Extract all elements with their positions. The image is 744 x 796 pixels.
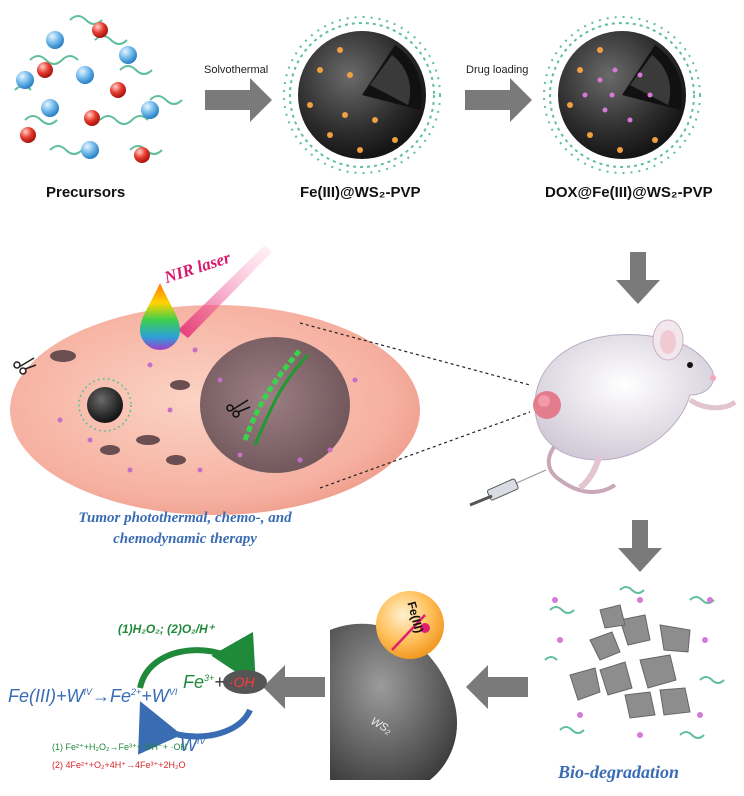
fe3-sup: 3+ [204,673,215,683]
main-reaction: Fe(III)+WIV→Fe2++WVI [8,686,177,707]
label-precursors: Precursors [46,184,126,201]
dox-fe-ws2-sphere [543,16,701,174]
nir-laser-beam [178,245,272,338]
red-precursor-balls [20,22,150,163]
label-dox-fe-ws2-pvp: DOX@Fe(III)@WS₂-PVP [545,184,713,201]
fe3-text: Fe [183,672,205,692]
label-solvothermal: Solvothermal [204,64,269,76]
arrow-down-to-degradation [618,520,662,572]
tumor-cell [10,305,420,515]
cycle-arrow-green [137,631,256,689]
scissors-icon-nucleus [226,399,251,418]
mouse-illustration [533,319,737,494]
fe2-text: Fe [110,686,132,706]
fe2-sup: 2+ [131,687,142,697]
equation-2: (2) 4Fe²⁺+O₂+4H⁺→4Fe³⁺+2H₂O [52,760,186,770]
syringe-icon [469,469,547,507]
scissors-icon [13,357,37,375]
heat-drop-icon [140,283,180,350]
w-bottom-text: W [180,735,197,755]
oh-radical-badge [223,670,267,694]
fe-ws2-sphere [283,16,441,174]
equation-1: (1) Fe²⁺+H₂O₂→Fe³⁺+ OH⁻+ ·OH [52,742,188,752]
electron-transfer-arrow [391,614,426,651]
reaction-arrow: → [92,686,111,706]
blue-precursor-balls [16,31,159,159]
zoom-line-top [299,322,531,386]
arrow-left-2 [263,665,325,709]
arrow-down-to-mouse [616,252,660,304]
degraded-fragments [544,586,725,739]
therapy-caption: Tumor photothermal, chemo-, and chemodyn… [60,508,310,550]
label-drug-loading: Drug loading [466,64,529,76]
arrow-left-1 [466,665,528,709]
fe3-product: Fe3++ [183,672,225,693]
w-bottom-sup: IV [197,736,206,746]
fe-center-dot [420,623,430,633]
therapy-line-1: Tumor photothermal, chemo-, and [78,510,292,526]
w-iv-bottom: WIV [180,735,206,756]
precursors-cluster [14,15,183,163]
ws2-surface [330,623,458,780]
oh-radical-text: ·OH [229,674,255,690]
fe-iii-ball [376,591,444,659]
label-bio-degradation: Bio-degradation [558,762,680,782]
zoom-line-bottom [319,411,531,489]
plus-text: + [214,672,225,692]
label-fe-ws2-pvp: Fe(III)@WS₂-PVP [300,184,421,201]
arrow-solvothermal [205,78,272,122]
therapy-line-2: chemodynamic therapy [113,531,257,547]
reagents-label: (1)H₂O₂; (2)O₂/H⁺ [118,622,214,636]
plus-w-text: +W [141,686,169,706]
reagents-text: (1)H₂O₂; (2)O₂/H⁺ [118,622,215,636]
w-vi-sup: VI [168,687,178,697]
reaction-left: Fe(III)+W [8,686,84,706]
cycle-arrow-blue [138,701,253,755]
arrow-drug-loading [465,78,532,122]
w-iv-sup: IV [83,687,93,697]
